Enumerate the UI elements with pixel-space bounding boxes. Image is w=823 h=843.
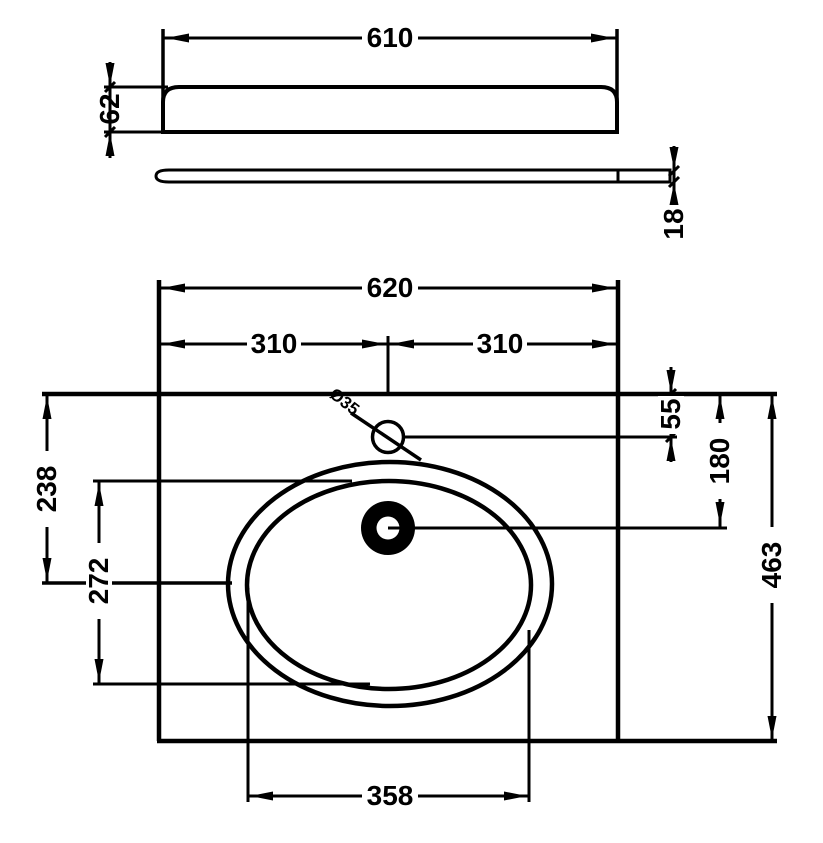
label-mask [247, 331, 301, 357]
arrowhead [669, 183, 679, 205]
arrowhead [592, 339, 615, 349]
basin-outer-rim [225, 459, 555, 709]
dim-label-463: 463 [756, 542, 787, 589]
countertop-side-profile [161, 85, 619, 134]
arrowhead [105, 63, 115, 86]
basin-inner-bowl [244, 478, 534, 692]
arrowhead [591, 33, 614, 43]
arrowhead [715, 502, 725, 525]
tick-62-top [103, 80, 117, 94]
arrowhead [592, 283, 615, 293]
dim-label-620: 620 [367, 272, 414, 303]
arrowhead [105, 133, 115, 156]
dim-label-310-right: 310 [477, 328, 524, 359]
arrowhead [715, 396, 725, 419]
arrowhead [767, 396, 777, 419]
arrowhead [669, 147, 679, 169]
dim-label-610: 610 [367, 22, 414, 53]
label-mask [362, 25, 418, 51]
arrowhead [666, 438, 676, 461]
label-mask [759, 527, 785, 603]
dim-label-tap-diameter: Ø35 [326, 384, 363, 419]
dim-label-18: 18 [658, 208, 689, 239]
tick-18-bottom [667, 175, 681, 189]
dim-label-238: 238 [31, 466, 62, 513]
dim-label-180: 180 [704, 438, 735, 485]
arrowhead [42, 396, 52, 419]
slab-profile-view: 18 [154, 146, 689, 240]
label-mask [473, 331, 527, 357]
dim-label-310-left: 310 [251, 328, 298, 359]
arrowhead [166, 33, 189, 43]
dim-label-272: 272 [83, 558, 114, 605]
label-mask [86, 543, 112, 619]
label-mask [658, 396, 684, 434]
side-profile-view: 610 62 [94, 22, 619, 158]
dim-label-358: 358 [367, 780, 414, 811]
arrowhead [94, 483, 104, 506]
arrowhead [362, 339, 385, 349]
arrowhead [162, 283, 185, 293]
tick-18-top [667, 164, 681, 178]
dim-label-55: 55 [655, 398, 686, 429]
slab-profile [154, 168, 672, 184]
arrowhead [42, 558, 52, 581]
tap-hole-leader-diagonal [350, 411, 422, 462]
arrowhead [250, 791, 273, 801]
label-mask [362, 275, 418, 301]
label-mask [362, 783, 418, 809]
arrowhead [162, 339, 185, 349]
label-mask [707, 423, 734, 499]
arrowhead [94, 659, 104, 682]
tick-62-bottom [103, 125, 117, 139]
label-mask [34, 451, 60, 527]
arrowhead [767, 716, 777, 739]
dim-label-62: 62 [94, 93, 125, 124]
plan-view: 620 310 310 Ø35 55 180 463 238 272 358 [31, 272, 787, 811]
arrowhead [666, 370, 676, 393]
arrowhead [504, 791, 527, 801]
arrowhead [391, 339, 414, 349]
